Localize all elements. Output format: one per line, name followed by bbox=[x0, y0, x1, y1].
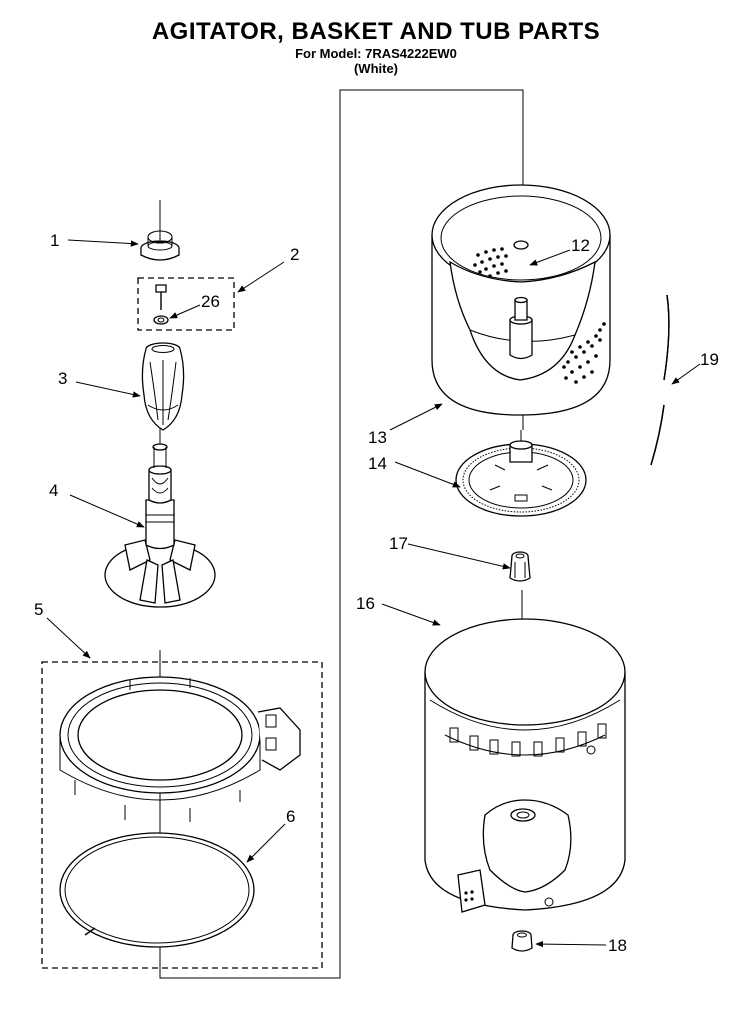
diagram-title: AGITATOR, BASKET AND TUB PARTS bbox=[151, 18, 601, 45]
callout-14: 14 bbox=[368, 454, 387, 473]
basket-perforations-right bbox=[562, 322, 606, 384]
part-4-agitator-base bbox=[104, 443, 216, 608]
color-line: (White) bbox=[353, 61, 399, 76]
model-line: For Model: 7RAS4222EW0 bbox=[295, 46, 457, 61]
callout-4: 4 bbox=[49, 481, 58, 500]
part-6-seal-ring bbox=[59, 832, 255, 948]
callout-1: 1 bbox=[50, 231, 59, 250]
callout-12: 12 bbox=[571, 236, 590, 255]
leader-arrows bbox=[46, 239, 701, 948]
callout-3: 3 bbox=[58, 369, 67, 388]
callout-6: 6 bbox=[286, 807, 295, 826]
diagram-header: AGITATOR, BASKET AND TUB PARTS For Model… bbox=[0, 18, 752, 76]
part-16-outer-tub bbox=[424, 618, 626, 913]
callout-17: 17 bbox=[389, 534, 408, 553]
part-2-fastener-group bbox=[137, 277, 235, 331]
part-1-agitator-cap bbox=[140, 230, 180, 261]
callout-18: 18 bbox=[608, 936, 627, 955]
basket-perforations-left bbox=[473, 247, 508, 278]
part-3-agitator-cam bbox=[141, 342, 185, 431]
callout-2: 2 bbox=[290, 245, 299, 264]
callout-16: 16 bbox=[356, 594, 375, 613]
part-14-drive-plate bbox=[455, 430, 587, 517]
part-18-drain-nut bbox=[511, 930, 533, 952]
tub-ribs bbox=[449, 723, 607, 757]
callout-labels: 1 2 3 4 5 6 12 13 14 16 17 18 19 26 bbox=[34, 231, 719, 955]
part-19-hose bbox=[650, 294, 670, 466]
part-5-tub-ring-group bbox=[41, 661, 323, 969]
callout-5: 5 bbox=[34, 600, 43, 619]
part-17-hub-nut bbox=[509, 551, 531, 582]
part-13-basket bbox=[431, 184, 611, 416]
callout-26: 26 bbox=[201, 292, 220, 311]
callout-13: 13 bbox=[368, 428, 387, 447]
callout-19: 19 bbox=[700, 350, 719, 369]
